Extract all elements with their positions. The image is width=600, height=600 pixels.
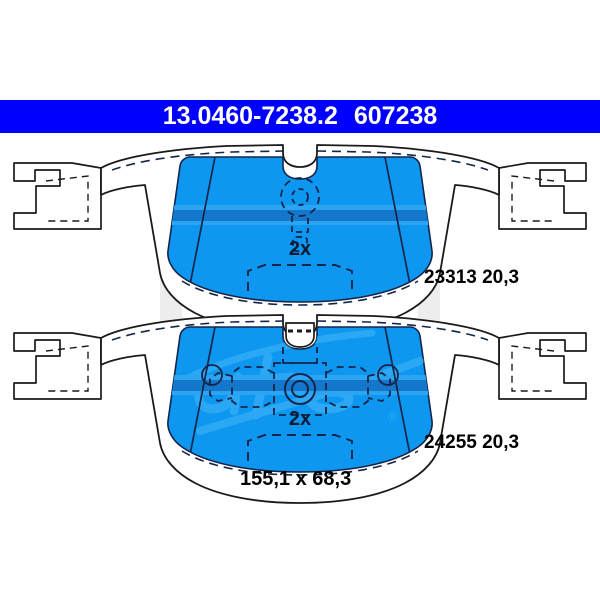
lower-pad-locating-holes bbox=[201, 364, 399, 386]
locating-hole-right bbox=[377, 364, 399, 386]
header-bar: 13.0460-7238.2 607238 bbox=[0, 100, 600, 133]
upper-pad-split-lines bbox=[187, 157, 413, 296]
lower-brake-pad: ® bbox=[13, 314, 587, 504]
lower-pad-center-boss bbox=[284, 373, 316, 405]
upper-pad-bottom-notch bbox=[247, 264, 353, 291]
part-number-text: 13.0460-7238.2 bbox=[162, 102, 338, 130]
brake-pad-drawing: 2x bbox=[0, 133, 600, 533]
brake-pad-svg: 2x bbox=[13, 144, 587, 504]
lower-pad-ear-dashed-outline bbox=[45, 345, 555, 392]
lower-pad-quantity-label: 2x bbox=[289, 408, 311, 430]
upper-pad-dashed-edges bbox=[111, 150, 489, 306]
upper-pad-wear-sensor-port bbox=[280, 177, 320, 252]
lower-pad-split-lines bbox=[187, 327, 413, 466]
pad-dimension-label: 155,1 x 68,3 bbox=[240, 468, 352, 490]
upper-pad-ear-dashed-outline bbox=[45, 175, 555, 222]
lower-pad-bottom-notch bbox=[247, 434, 353, 461]
wva-number-text: 607238 bbox=[353, 102, 438, 130]
upper-brake-pad: 2x bbox=[13, 144, 587, 334]
upper-pad-quantity-label: 2x bbox=[289, 238, 311, 260]
upper-pad-friction-body bbox=[167, 156, 433, 303]
upper-pad-reference-label: 23313 20,3 bbox=[424, 267, 520, 288]
lower-pad-reference-label: 24255 20,3 bbox=[424, 432, 520, 453]
header-text-group: 13.0460-7238.2 607238 bbox=[163, 104, 438, 129]
lower-pad-sensor-slot bbox=[285, 322, 315, 348]
locating-hole-left bbox=[201, 364, 223, 386]
lower-pad-hardware-clip bbox=[209, 347, 391, 416]
lower-pad-shading-bands bbox=[167, 375, 433, 395]
lower-pad-dashed-edges bbox=[111, 320, 489, 476]
registered-mark-watermark: ® bbox=[388, 409, 398, 424]
